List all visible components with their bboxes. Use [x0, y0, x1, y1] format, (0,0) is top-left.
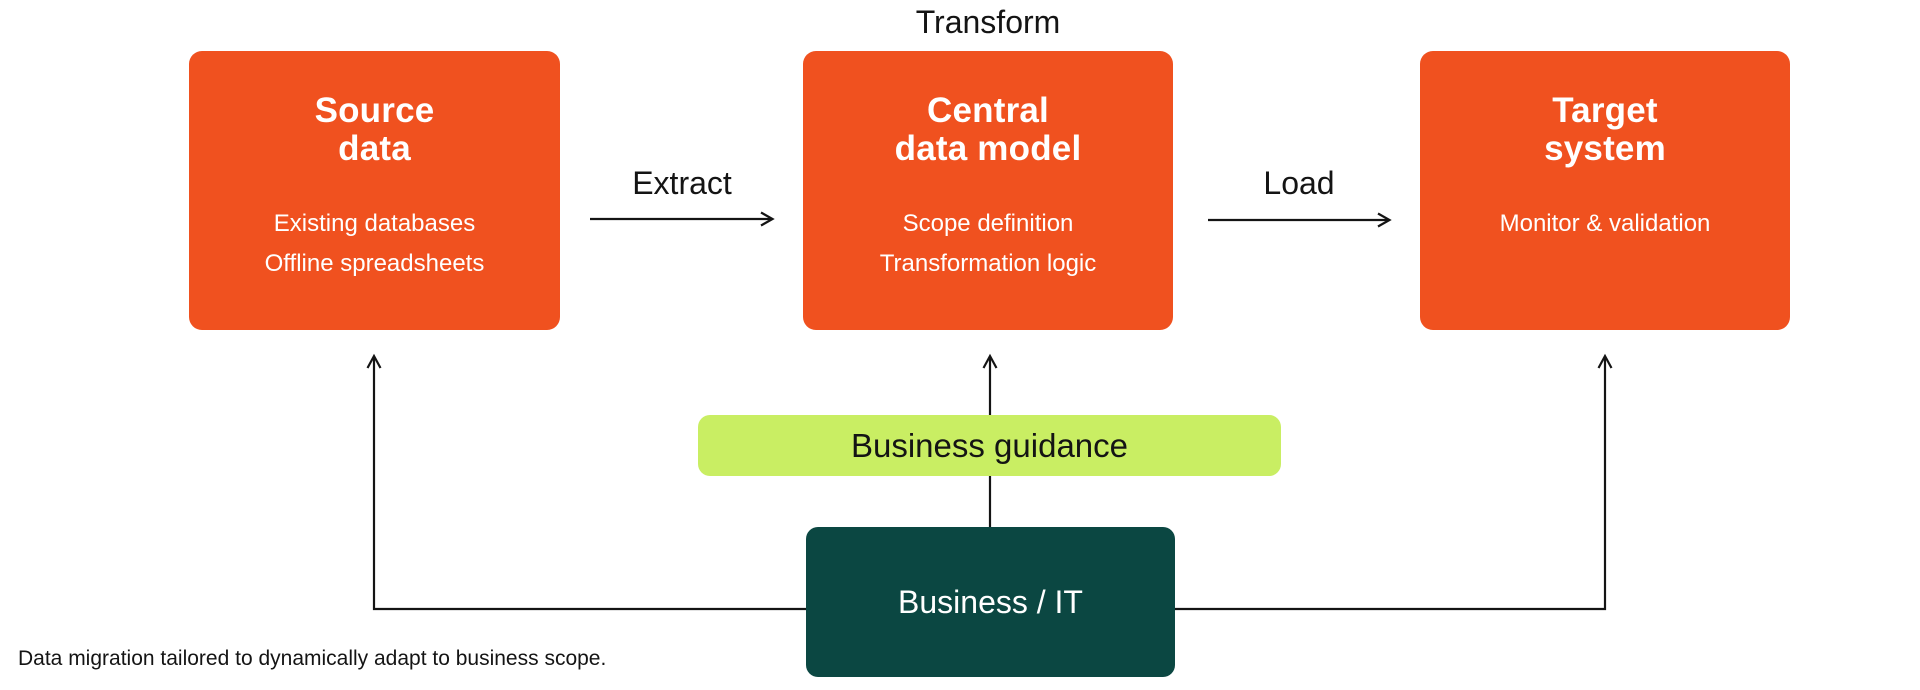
target-item-1: Monitor & validation — [1499, 210, 1711, 237]
caption-text: Data migration tailored to dynamically a… — [18, 647, 607, 670]
source-data-title: Source data — [189, 92, 560, 168]
target-title-line1: Target — [1552, 91, 1658, 130]
source-title-line1: Source — [314, 91, 435, 130]
central-data-model-node: Central data model Scope definition Tran… — [803, 51, 1173, 330]
business-guidance-label: Business guidance — [850, 426, 1129, 464]
source-data-items: Existing databases Offline spreadsheets — [189, 204, 560, 284]
central-title-line2: data model — [894, 129, 1082, 168]
source-data-node: Source data Existing databases Offline s… — [189, 51, 560, 330]
feedback-arrow-right — [1175, 353, 1613, 611]
target-system-node: Target system Monitor & validation — [1420, 51, 1790, 330]
source-item-2: Offline spreadsheets — [264, 250, 485, 277]
business-it-box: Business / IT — [806, 527, 1175, 677]
feedback-arrow-left — [366, 353, 806, 611]
transform-label: Transform — [915, 4, 1061, 40]
central-data-model-items: Scope definition Transformation logic — [803, 204, 1173, 284]
target-system-title: Target system — [1420, 92, 1790, 168]
extract-label: Extract — [632, 165, 732, 201]
central-title-line1: Central — [927, 91, 1049, 130]
extract-arrow — [590, 211, 775, 227]
central-item-2: Transformation logic — [879, 250, 1097, 277]
target-title-line2: system — [1544, 129, 1666, 168]
central-data-model-title: Central data model — [803, 92, 1173, 168]
load-label: Load — [1263, 165, 1335, 201]
central-item-1: Scope definition — [902, 210, 1074, 237]
business-it-label: Business / IT — [898, 583, 1083, 620]
target-system-items: Monitor & validation — [1420, 204, 1790, 244]
business-guidance-box: Business guidance — [698, 415, 1281, 476]
load-arrow — [1208, 212, 1392, 228]
source-title-line2: data — [338, 129, 411, 168]
source-item-1: Existing databases — [273, 210, 476, 237]
